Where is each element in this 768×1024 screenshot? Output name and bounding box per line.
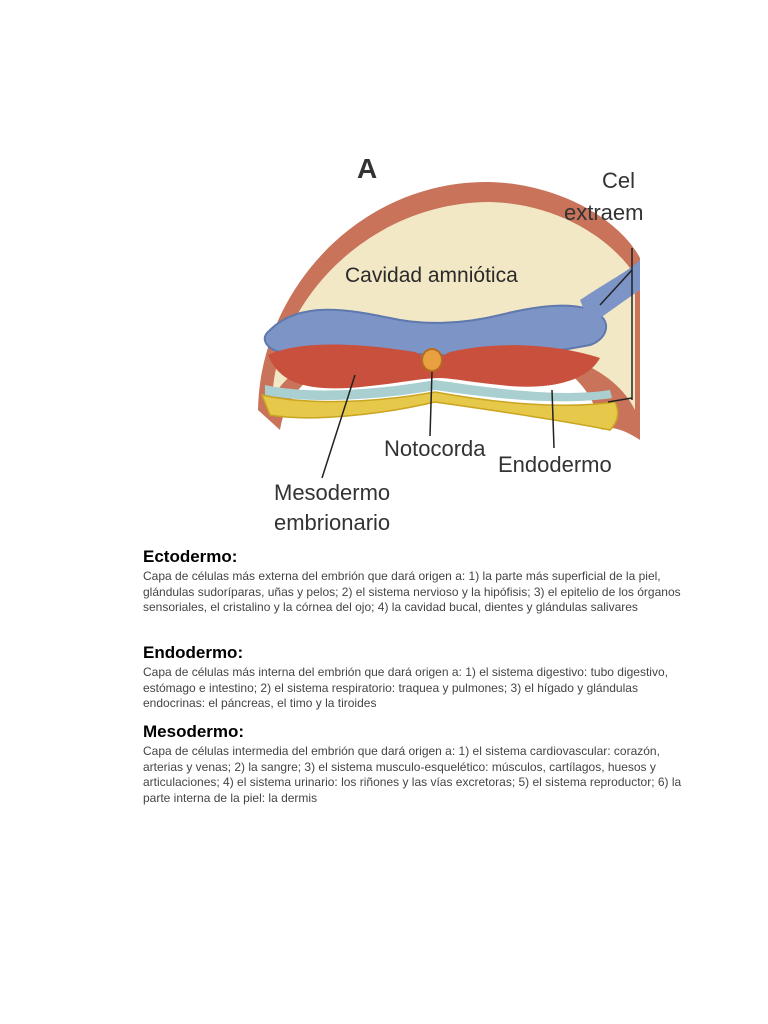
embryo-diagram: A Cavidad amniótica Cel extraem Notocord… — [240, 140, 644, 540]
section-mesodermo: Mesodermo: Capa de células intermedia de… — [143, 722, 683, 806]
label-endoderm: Endodermo — [498, 452, 612, 477]
cyan-layer — [265, 380, 612, 402]
notochord-leader — [429, 371, 433, 437]
section-endodermo: Endodermo: Capa de células más interna d… — [143, 643, 683, 712]
section-title-endodermo: Endodermo: — [143, 643, 244, 662]
embryo-cross-section-drawing — [258, 181, 640, 479]
label-cel: Cel — [602, 168, 636, 193]
extra-leader-2 — [599, 269, 633, 306]
section-text-endodermo: Capa de células más interna del embrión … — [143, 665, 668, 710]
extra-leader-3 — [607, 397, 633, 403]
label-extraembryonic: extraem — [564, 200, 644, 225]
figure-letter: A — [357, 153, 378, 184]
section-text-mesodermo: Capa de células intermedia del embrión q… — [143, 744, 682, 805]
notochord — [421, 348, 443, 372]
label-amniotic-cavity: Cavidad amniótica — [345, 264, 518, 287]
extraembryonic-layer — [580, 260, 640, 325]
endoderm-leader — [551, 389, 555, 449]
section-ectodermo: Ectodermo: Capa de células más externa d… — [143, 547, 683, 616]
endoderm-band — [260, 391, 619, 431]
label-mesoderm-line1: Mesodermo — [274, 480, 391, 505]
mesoderm-leader — [321, 374, 356, 479]
section-text-ectodermo: Capa de células más externa del embrión … — [143, 569, 681, 614]
label-notochord: Notocorda — [384, 436, 486, 461]
section-title-ectodermo: Ectodermo: — [143, 547, 238, 566]
label-mesoderm-line2: embrionario — [274, 510, 391, 535]
amniotic-cavity — [272, 202, 635, 410]
section-title-mesodermo: Mesodermo: — [143, 722, 245, 741]
